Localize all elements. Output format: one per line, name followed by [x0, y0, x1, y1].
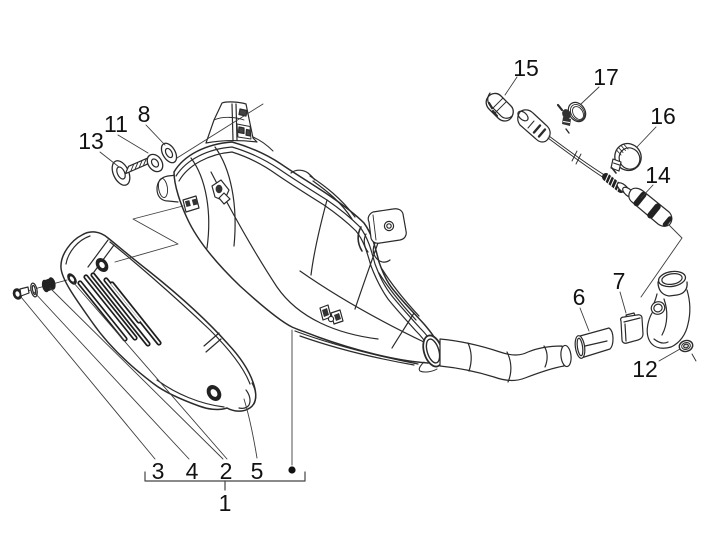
- svg-text:13: 13: [78, 128, 104, 154]
- svg-text:5: 5: [251, 458, 264, 484]
- svg-text:1: 1: [219, 490, 232, 516]
- svg-text:15: 15: [513, 55, 539, 81]
- svg-text:3: 3: [152, 458, 165, 484]
- svg-text:12: 12: [632, 356, 658, 382]
- svg-text:8: 8: [138, 101, 151, 127]
- svg-text:6: 6: [573, 284, 586, 310]
- svg-text:16: 16: [650, 103, 676, 129]
- svg-text:14: 14: [645, 162, 671, 188]
- svg-text:17: 17: [593, 64, 619, 90]
- svg-text:11: 11: [104, 111, 128, 137]
- svg-text:2: 2: [220, 458, 233, 484]
- svg-text:4: 4: [186, 458, 199, 484]
- svg-text:7: 7: [613, 268, 626, 294]
